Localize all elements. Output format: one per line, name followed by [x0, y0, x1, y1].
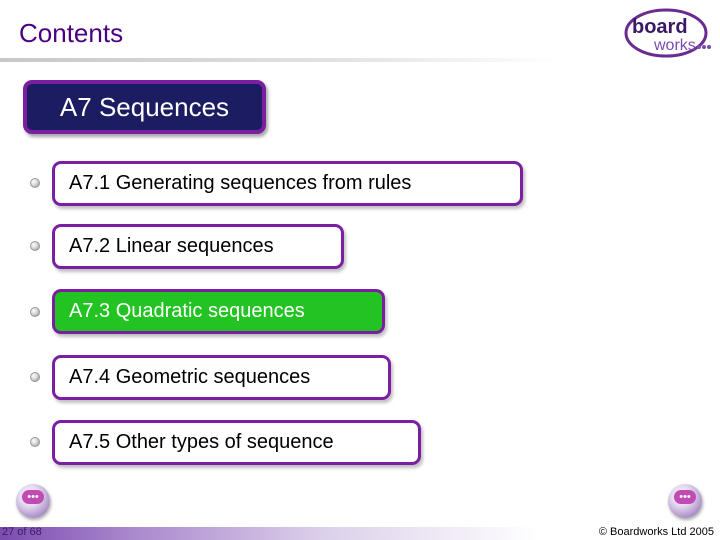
menu-item-a7-5[interactable]: A7.5 Other types of sequence: [52, 420, 421, 465]
ellipsis-icon: •••: [674, 490, 696, 504]
logo-text-board: board: [632, 16, 688, 38]
bullet-icon: [30, 178, 40, 188]
section-title: A7 Sequences: [23, 80, 266, 134]
logo-text-works: works: [653, 37, 696, 54]
bullet-icon: [30, 307, 40, 317]
page-title: Contents: [19, 18, 124, 48]
menu-item-a7-3[interactable]: A7.3 Quadratic sequences: [52, 289, 385, 334]
boardworks-logo: board works: [624, 8, 711, 58]
menu-item-a7-2[interactable]: A7.2 Linear sequences: [52, 224, 344, 269]
copyright-text: © Boardworks Ltd 2005: [598, 526, 714, 538]
menu-item-a7-4[interactable]: A7.4 Geometric sequences: [52, 355, 391, 400]
header-divider: [0, 58, 560, 62]
bullet-icon: [30, 241, 40, 251]
previous-slide-button[interactable]: •••: [16, 484, 50, 518]
ellipsis-icon: •••: [22, 490, 44, 504]
bullet-icon: [30, 372, 40, 382]
slide-counter: 27 of 68: [2, 526, 42, 538]
bullet-icon: [30, 437, 40, 447]
menu-item-a7-1[interactable]: A7.1 Generating sequences from rules: [52, 161, 523, 206]
next-slide-button[interactable]: •••: [668, 484, 702, 518]
footer-bar: [0, 527, 720, 540]
